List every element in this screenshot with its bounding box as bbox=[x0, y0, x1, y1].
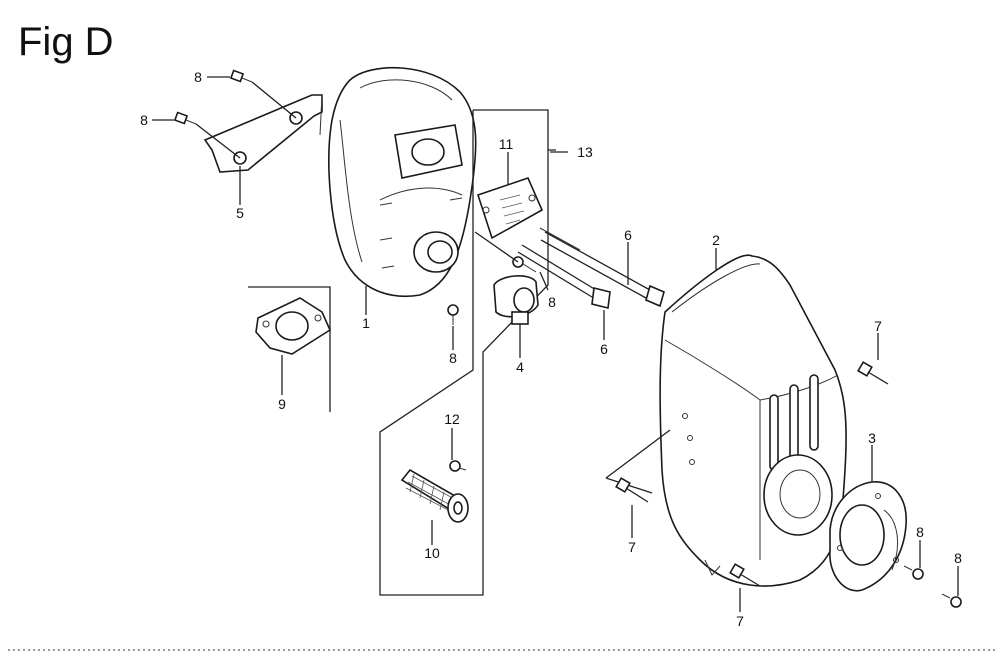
callout-6-lower: 6 bbox=[600, 341, 608, 357]
screw-part-8-right-lower bbox=[941, 593, 962, 608]
gasket-part-9 bbox=[255, 297, 332, 355]
spark-arrester-part-10 bbox=[400, 468, 469, 523]
callout-4: 4 bbox=[516, 359, 524, 375]
muffler-part-1 bbox=[328, 66, 477, 297]
callout-6-upper: 6 bbox=[624, 227, 632, 243]
callout-9: 9 bbox=[278, 396, 286, 412]
screw-part-12 bbox=[449, 460, 467, 472]
screw-part-8-center bbox=[474, 231, 537, 273]
callout-8-center: 8 bbox=[548, 294, 556, 310]
bolt-part-8-top bbox=[229, 69, 297, 119]
callout-13: 13 bbox=[577, 144, 593, 160]
callout-8-right-upper: 8 bbox=[916, 524, 924, 540]
screw-part-7-right bbox=[857, 361, 889, 385]
bolt-part-8-left bbox=[173, 111, 241, 159]
callout-8-left: 8 bbox=[140, 112, 148, 128]
callout-leaders bbox=[152, 76, 959, 612]
screw-part-8-right-upper bbox=[903, 565, 924, 580]
callout-7-bottom: 7 bbox=[736, 613, 744, 629]
callout-8-top: 8 bbox=[194, 69, 202, 85]
callout-7-right: 7 bbox=[874, 318, 882, 334]
callout-10: 10 bbox=[424, 545, 440, 561]
screw-part-7-left bbox=[615, 477, 649, 503]
callout-7-left: 7 bbox=[628, 539, 636, 555]
callout-5: 5 bbox=[236, 205, 244, 221]
callout-8-right-lower: 8 bbox=[954, 550, 962, 566]
screw-part-7-bottom bbox=[729, 563, 761, 587]
protector-plate-part-11 bbox=[476, 177, 544, 240]
clamp-part-4 bbox=[493, 275, 539, 325]
callout-8-lower: 8 bbox=[449, 350, 457, 366]
callout-2: 2 bbox=[712, 232, 720, 248]
callout-12: 12 bbox=[444, 411, 460, 427]
bracket-part-5 bbox=[203, 94, 323, 173]
callout-3: 3 bbox=[868, 430, 876, 446]
muffler-cover-part-2 bbox=[659, 254, 847, 587]
callout-1: 1 bbox=[362, 315, 370, 331]
gasket-group-box bbox=[248, 286, 331, 412]
stud-bolt-part-6-upper bbox=[539, 227, 665, 308]
callout-11: 11 bbox=[498, 136, 514, 152]
screw-part-8-lower bbox=[447, 304, 459, 325]
stud-bolt-part-6-lower bbox=[517, 244, 611, 309]
deflector-part-3 bbox=[829, 481, 907, 592]
figure-title: Fig D bbox=[18, 20, 114, 64]
